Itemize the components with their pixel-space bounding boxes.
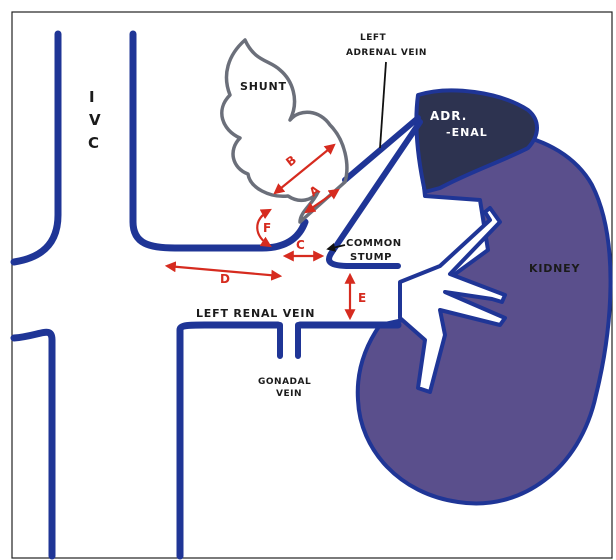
- measure-c-label: C: [296, 238, 305, 252]
- shunt: [222, 40, 347, 222]
- measure-b-label: B: [283, 153, 299, 170]
- measure-d-label: D: [220, 272, 230, 286]
- left-adrenal-vein-label-1: LEFT: [360, 33, 387, 43]
- gonadal-vein: [280, 325, 298, 356]
- kidney-label: KIDNEY: [529, 262, 580, 275]
- ivc: [14, 34, 58, 262]
- ivc-letter-3: C: [88, 134, 100, 152]
- left-renal-vein-upper-wall: [133, 34, 305, 248]
- ivc-letter-2: V: [89, 111, 102, 129]
- common-stump-label-1: COMMON: [346, 238, 402, 249]
- left-adrenal-vein-label-2: ADRENAL VEIN: [346, 48, 427, 58]
- measure-e-label: E: [358, 291, 366, 305]
- shunt-label: SHUNT: [240, 80, 287, 93]
- measure-a-label: A: [307, 182, 323, 199]
- measure-b-arrow: [275, 145, 334, 193]
- left-renal-vein-label: LEFT RENAL VEIN: [196, 307, 315, 320]
- measure-f-label: F: [263, 221, 271, 235]
- adrenal-label-2: -ENAL: [446, 126, 488, 139]
- gonadal-vein-label-1: GONADAL: [258, 377, 311, 387]
- adrenal-label-1: ADR.: [430, 109, 467, 123]
- common-stump-label-2: STUMP: [350, 252, 392, 263]
- ivc-letter-1: I: [89, 88, 96, 106]
- ivc-lower-left: [14, 332, 52, 556]
- adrenal-vein-pointer: [380, 62, 386, 148]
- gonadal-vein-label-2: VEIN: [276, 389, 302, 399]
